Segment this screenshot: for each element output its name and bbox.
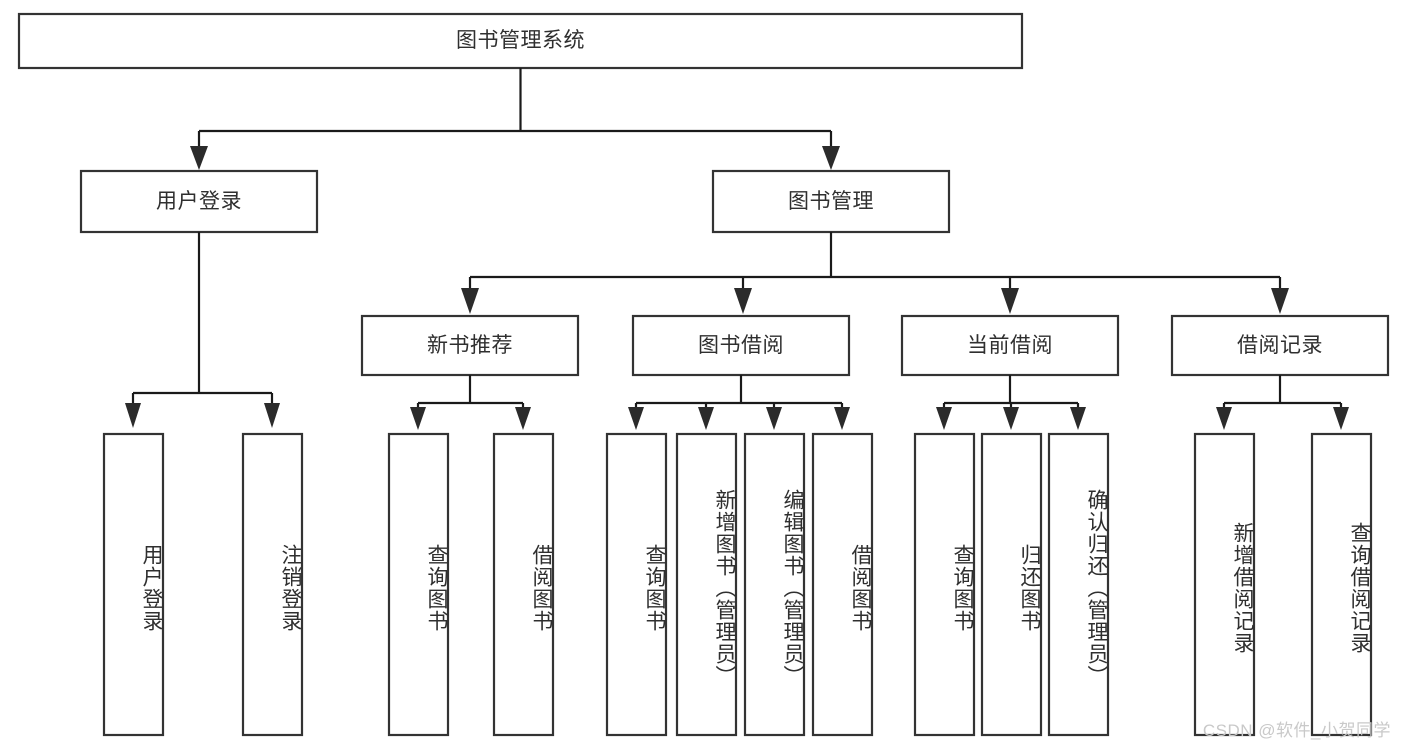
connector-book-manage-to-level3 — [468, 232, 1282, 290]
node-box-borrow-record[interactable] — [1170, 314, 1390, 377]
arrow-head-new-book-recommend — [461, 288, 479, 314]
connector-user-login-to-leaves — [131, 232, 274, 405]
node-box-leaf-user-logout[interactable] — [241, 432, 304, 737]
connector-book-borrow-to-leaves — [634, 375, 844, 409]
arrow-head-borrow-record — [1271, 288, 1289, 314]
node-box-book-manage[interactable] — [711, 169, 951, 234]
connector-borrow-record-to-leaves — [1222, 375, 1343, 409]
node-box-user-login[interactable] — [79, 169, 319, 234]
arrow-head-leaf-query-book-3 — [936, 407, 952, 430]
connector-new-book-recommend-to-leaves — [416, 375, 525, 409]
arrow-head-book-manage — [822, 146, 840, 170]
node-box-leaf-user-login[interactable] — [102, 432, 165, 737]
arrow-head-leaf-query-book-1 — [410, 407, 426, 430]
node-box-leaf-add-record[interactable] — [1193, 432, 1256, 737]
connector-root-to-level2 — [197, 68, 833, 148]
node-box-leaf-add-book[interactable] — [675, 432, 738, 737]
arrow-head-leaf-borrow-book-1 — [515, 407, 531, 430]
arrow-head-leaf-query-book-2 — [628, 407, 644, 430]
node-box-leaf-return-book[interactable] — [980, 432, 1043, 737]
arrow-head-leaf-borrow-book-2 — [834, 407, 850, 430]
node-box-book-borrow[interactable] — [631, 314, 851, 377]
node-box-leaf-query-book-2[interactable] — [605, 432, 668, 737]
node-box-current-borrow[interactable] — [900, 314, 1120, 377]
watermark-text: CSDN @软件_小贺同学 — [1202, 721, 1391, 740]
connector-current-borrow-to-leaves — [942, 375, 1080, 409]
node-box-leaf-query-book-1[interactable] — [387, 432, 450, 737]
arrow-head-leaf-add-record — [1216, 407, 1232, 430]
arrow-head-leaf-edit-book — [766, 407, 782, 430]
node-box-leaf-confirm-return[interactable] — [1047, 432, 1110, 737]
arrow-head-current-borrow — [1001, 288, 1019, 314]
node-box-root[interactable] — [17, 12, 1024, 70]
arrow-head-book-borrow — [734, 288, 752, 314]
node-box-leaf-borrow-book-1[interactable] — [492, 432, 555, 737]
node-box-leaf-edit-book[interactable] — [743, 432, 806, 737]
node-box-leaf-query-record[interactable] — [1310, 432, 1373, 737]
arrow-head-leaf-query-record — [1333, 407, 1349, 430]
arrow-head-leaf-user-logout — [264, 403, 280, 428]
arrow-head-leaf-return-book — [1003, 407, 1019, 430]
arrow-head-user-login — [190, 146, 208, 170]
arrow-head-leaf-user-login — [125, 403, 141, 428]
arrow-head-leaf-confirm-return — [1070, 407, 1086, 430]
node-box-leaf-query-book-3[interactable] — [913, 432, 976, 737]
node-box-new-book-recommend[interactable] — [360, 314, 580, 377]
arrow-head-leaf-add-book — [698, 407, 714, 430]
node-box-leaf-borrow-book-2[interactable] — [811, 432, 874, 737]
